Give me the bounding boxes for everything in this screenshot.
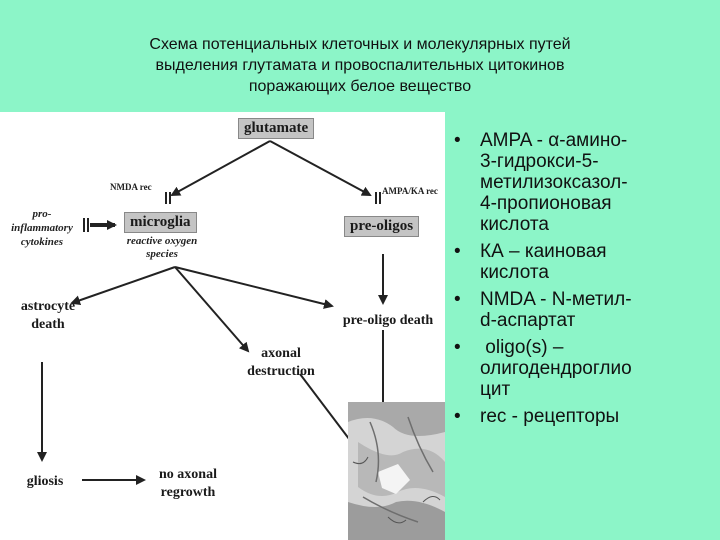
title-line-3: поражающих белое вещество <box>248 78 472 95</box>
abbreviation-item: • rec - рецепторы <box>448 406 716 427</box>
arrow-glutamate-microglia <box>170 140 271 196</box>
arrow-glutamate-preoligos <box>269 140 372 196</box>
regrowth-label-line-1: no axonal <box>159 467 217 482</box>
bullet-dot: • <box>454 406 461 427</box>
abbreviation-line: d-аспартат <box>480 310 576 331</box>
microglia-node: microglia <box>124 212 197 233</box>
title-line-1: Схема потенциальных клеточных и молекуля… <box>149 36 571 53</box>
ros-label-line-2: species <box>146 248 178 260</box>
abbreviation-line: 4-пропионовая <box>480 193 612 214</box>
cytokines-label-line-2: cytokines <box>20 236 64 248</box>
abbreviation-line: NMDA - N-метил- <box>480 289 632 310</box>
slide-title: Схема потенциальных клеточных и молекуля… <box>60 34 660 97</box>
cytokines-label-line-1: pro-inflammatory <box>11 208 73 234</box>
bullet-dot: • <box>454 289 461 310</box>
no-axonal-regrowth-node: no axonal regrowth <box>146 466 230 502</box>
abbreviation-line: AMPA - α-амино- <box>480 130 628 151</box>
pre-oligo-death-node: pre-oligo death <box>342 313 434 328</box>
abbreviation-item: • AMPA - α-амино-3-гидрокси-5-метилизокса… <box>448 130 716 235</box>
astrocyte-death-node: astrocyte death <box>14 298 82 334</box>
bullet-dot: • <box>454 130 461 151</box>
white-matter-lesion-micrograph <box>348 402 445 540</box>
ampa-ka-rec-label: AMPA/KA rec <box>382 186 438 196</box>
lesion-image <box>348 402 445 540</box>
arrow-microglia-axonal <box>174 266 250 353</box>
pathway-diagram: glutamate NMDA rec AMPA/KA rec pro-infla… <box>0 112 445 540</box>
gliosis-node: gliosis <box>26 474 64 489</box>
abbreviation-line: КА – каиновая <box>480 241 607 262</box>
bullet-dot: • <box>454 241 461 262</box>
abbreviation-line: кислота <box>480 214 549 235</box>
abbreviation-line: метилизоксазол- <box>480 172 628 193</box>
abbreviation-line: oligo(s) – <box>480 337 564 358</box>
abbreviation-line: 3-гидрокси-5- <box>480 151 599 172</box>
reactive-oxygen-species-label: reactive oxygen species <box>122 235 202 261</box>
abbreviation-list: • AMPA - α-амино-3-гидрокси-5-метилизокса… <box>448 130 716 433</box>
axonal-label-line-2: destruction <box>247 364 315 379</box>
astrocyte-label-line-1: astrocyte <box>20 299 76 314</box>
pro-inflammatory-cytokines-node: pro-inflammatory cytokines <box>4 207 80 249</box>
pre-oligos-node: pre-oligos <box>344 216 420 237</box>
axonal-destruction-node: axonal destruction <box>236 345 326 381</box>
abbreviation-line: олигодендроглио <box>480 358 632 379</box>
arrow-microglia-astrocyte <box>70 266 176 306</box>
nmda-rec-label: NMDA rec <box>110 182 152 192</box>
abbreviation-line: rec - рецепторы <box>480 406 620 427</box>
abbreviation-item: • NMDA - N-метил-d-аспартат <box>448 289 716 331</box>
ros-label-line-1: reactive oxygen <box>126 235 198 247</box>
axonal-label-line-1: axonal <box>261 346 301 361</box>
bullet-dot: • <box>454 337 461 358</box>
glutamate-node: glutamate <box>238 118 315 139</box>
title-line-2: выделения глутамата и провоспалительных … <box>155 57 565 74</box>
regrowth-label-line-2: regrowth <box>160 485 216 500</box>
abbreviation-line: цит <box>480 379 511 400</box>
astrocyte-label-line-2: death <box>31 317 65 332</box>
arrow-microglia-preoligo-death <box>174 266 334 309</box>
abbreviation-line: кислота <box>480 262 549 283</box>
